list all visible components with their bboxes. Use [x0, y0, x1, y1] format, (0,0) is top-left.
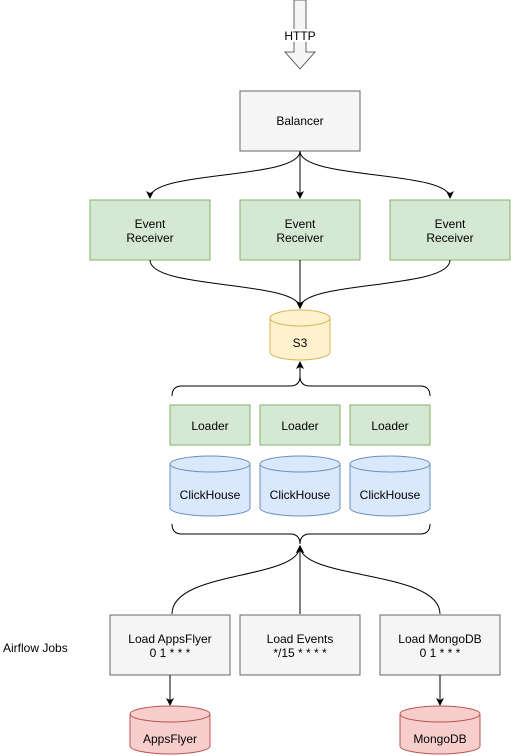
job-load-events-name: Load Events	[267, 632, 334, 646]
event-receiver-2-line1: Event	[285, 217, 316, 231]
event-receiver-3-line1: Event	[435, 217, 466, 231]
loader-2: Loader	[259, 404, 341, 446]
clickhouse-3-label: ClickHouse	[360, 488, 421, 502]
event-receiver-1-line1: Event	[135, 217, 166, 231]
job-load-events: Load Events */15 * * * *	[239, 614, 361, 676]
job-load-events-schedule: */15 * * * *	[273, 646, 327, 660]
job-load-appsflyer-name: Load AppsFlyer	[128, 632, 211, 646]
clickhouse-1-label: ClickHouse	[180, 488, 241, 502]
job-load-mongodb: Load MongoDB 0 1 * * *	[379, 614, 501, 676]
edge-balancer-er1	[146, 150, 301, 199]
sink-edges	[166, 675, 444, 706]
event-receiver-3-line2: Receiver	[426, 231, 473, 245]
event-receiver-2-line2: Receiver	[276, 231, 323, 245]
loader-3: Loader	[349, 404, 431, 446]
job-load-appsflyer: Load AppsFlyer 0 1 * * *	[109, 614, 231, 676]
clickhouse-3: ClickHouse	[349, 455, 431, 517]
balancer-node: Balancer	[239, 90, 361, 152]
appsflyer-label: AppsFlyer	[143, 732, 197, 746]
airflow-jobs-label: Airflow Jobs	[3, 641, 68, 655]
mongodb-label: MongoDB	[413, 732, 466, 746]
s3-label: S3	[293, 336, 308, 350]
appsflyer-store: AppsFlyer	[129, 705, 211, 755]
clickhouse-2-label: ClickHouse	[270, 488, 331, 502]
http-arrow: HTTP	[283, 0, 317, 70]
event-receiver-1-line2: Receiver	[126, 231, 173, 245]
s3-bucket: S3	[269, 309, 331, 361]
loader-2-label: Loader	[281, 419, 318, 433]
balancer-label: Balancer	[276, 114, 323, 128]
event-receiver-1: Event Receiver	[89, 199, 211, 261]
balancer-edges	[146, 150, 454, 199]
job-load-appsflyer-schedule: 0 1 * * *	[150, 646, 191, 660]
job-edges	[171, 545, 441, 615]
loader-1: Loader	[169, 404, 251, 446]
edge-mongodb-brace	[296, 545, 441, 615]
clickhouse-2: ClickHouse	[259, 455, 341, 517]
event-receiver-3: Event Receiver	[389, 199, 511, 261]
edge-balancer-er3	[299, 150, 454, 199]
job-load-mongodb-name: Load MongoDB	[398, 632, 481, 646]
receiver-edges	[149, 259, 451, 309]
loader-group-brace-top	[171, 361, 431, 397]
http-label: HTTP	[284, 29, 315, 43]
edge-er1-s3	[149, 259, 304, 309]
edge-er3-s3	[296, 259, 451, 309]
job-load-mongodb-schedule: 0 1 * * *	[420, 646, 461, 660]
loader-1-label: Loader	[191, 419, 228, 433]
mongodb-store: MongoDB	[399, 705, 481, 755]
clickhouse-1: ClickHouse	[169, 455, 251, 517]
event-receiver-2: Event Receiver	[239, 199, 361, 261]
loader-group-brace-bottom	[171, 523, 431, 545]
edge-appsflyer-brace	[171, 545, 304, 615]
loader-3-label: Loader	[371, 419, 408, 433]
